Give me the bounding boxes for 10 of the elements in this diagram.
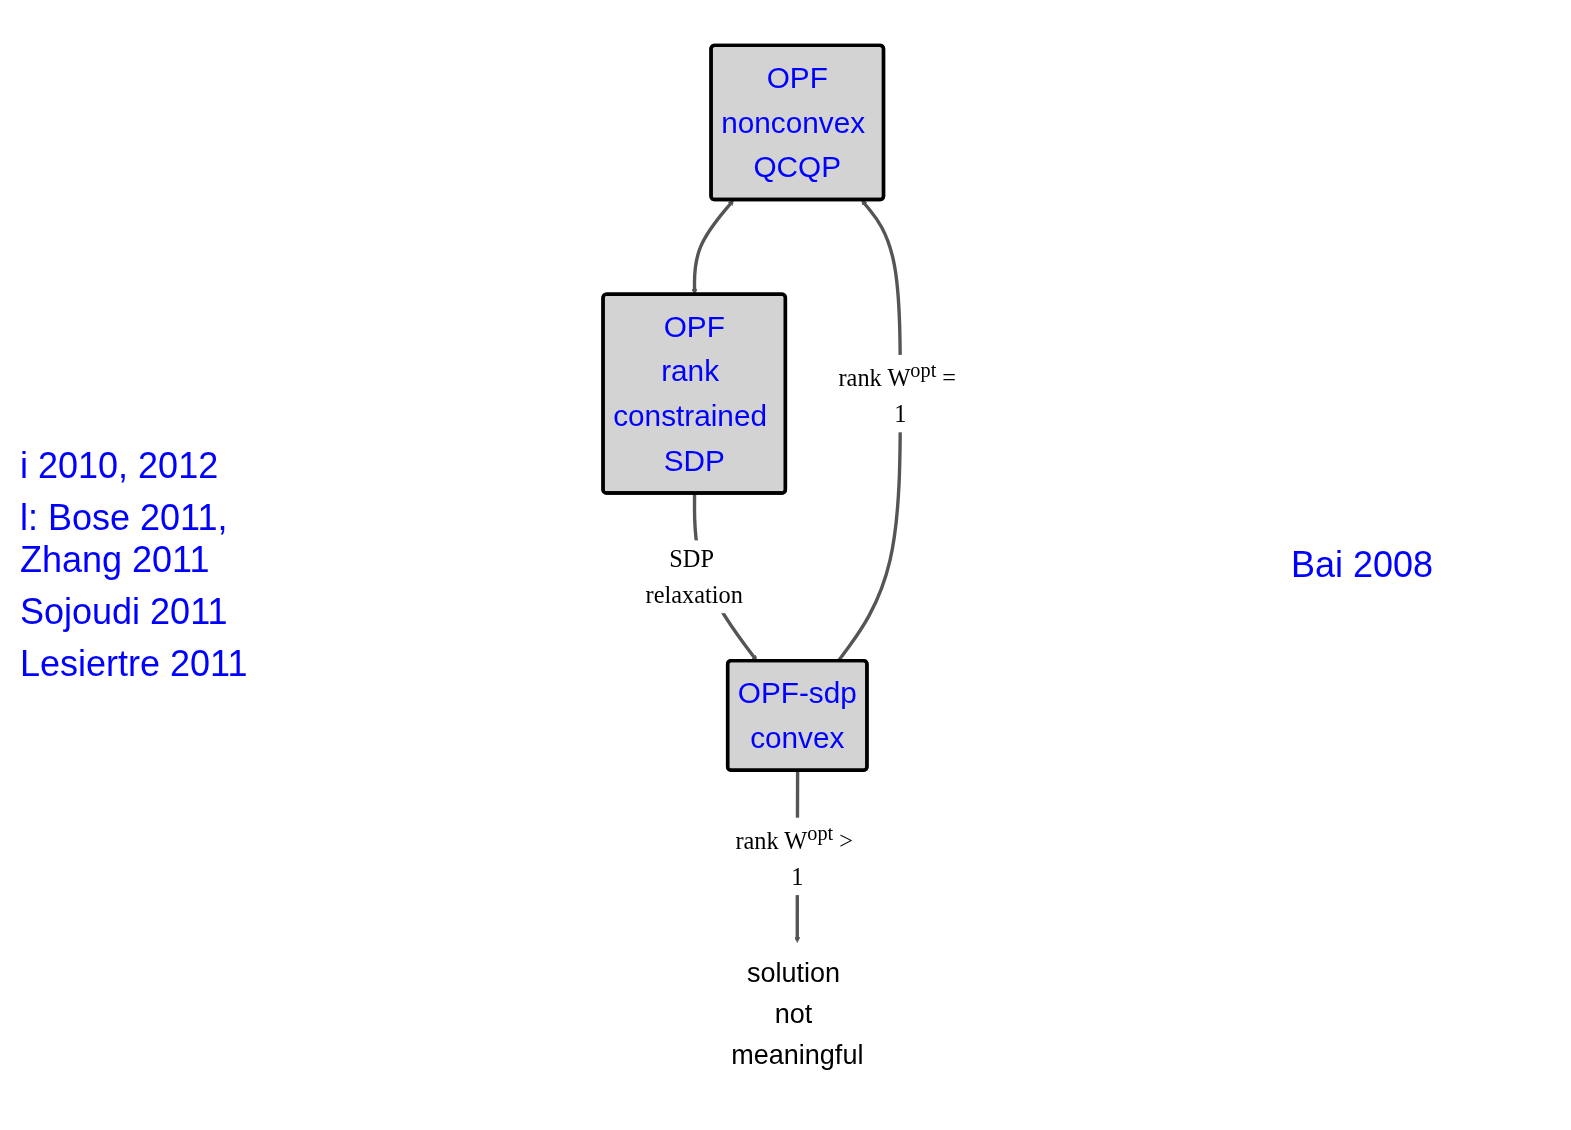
edge-label: rank W$^{opt}$ > 1: [735, 821, 854, 891]
citation-text: i 2010, 2012: [20, 445, 220, 487]
citation-text: Lesiertre 2011: [20, 643, 249, 685]
edge-label: SDP relaxation: [645, 545, 743, 609]
arrow: [691, 199, 734, 295]
edge-label: rank W$^{opt}$ = 1: [838, 358, 957, 428]
citation-text: Bai 2008: [1291, 544, 1435, 586]
citation-text: Sojoudi 2011: [20, 591, 229, 633]
node-text: solution not meaningful: [731, 958, 864, 1070]
citation-text: l: Bose 2011, Zhang 2011: [20, 497, 229, 581]
